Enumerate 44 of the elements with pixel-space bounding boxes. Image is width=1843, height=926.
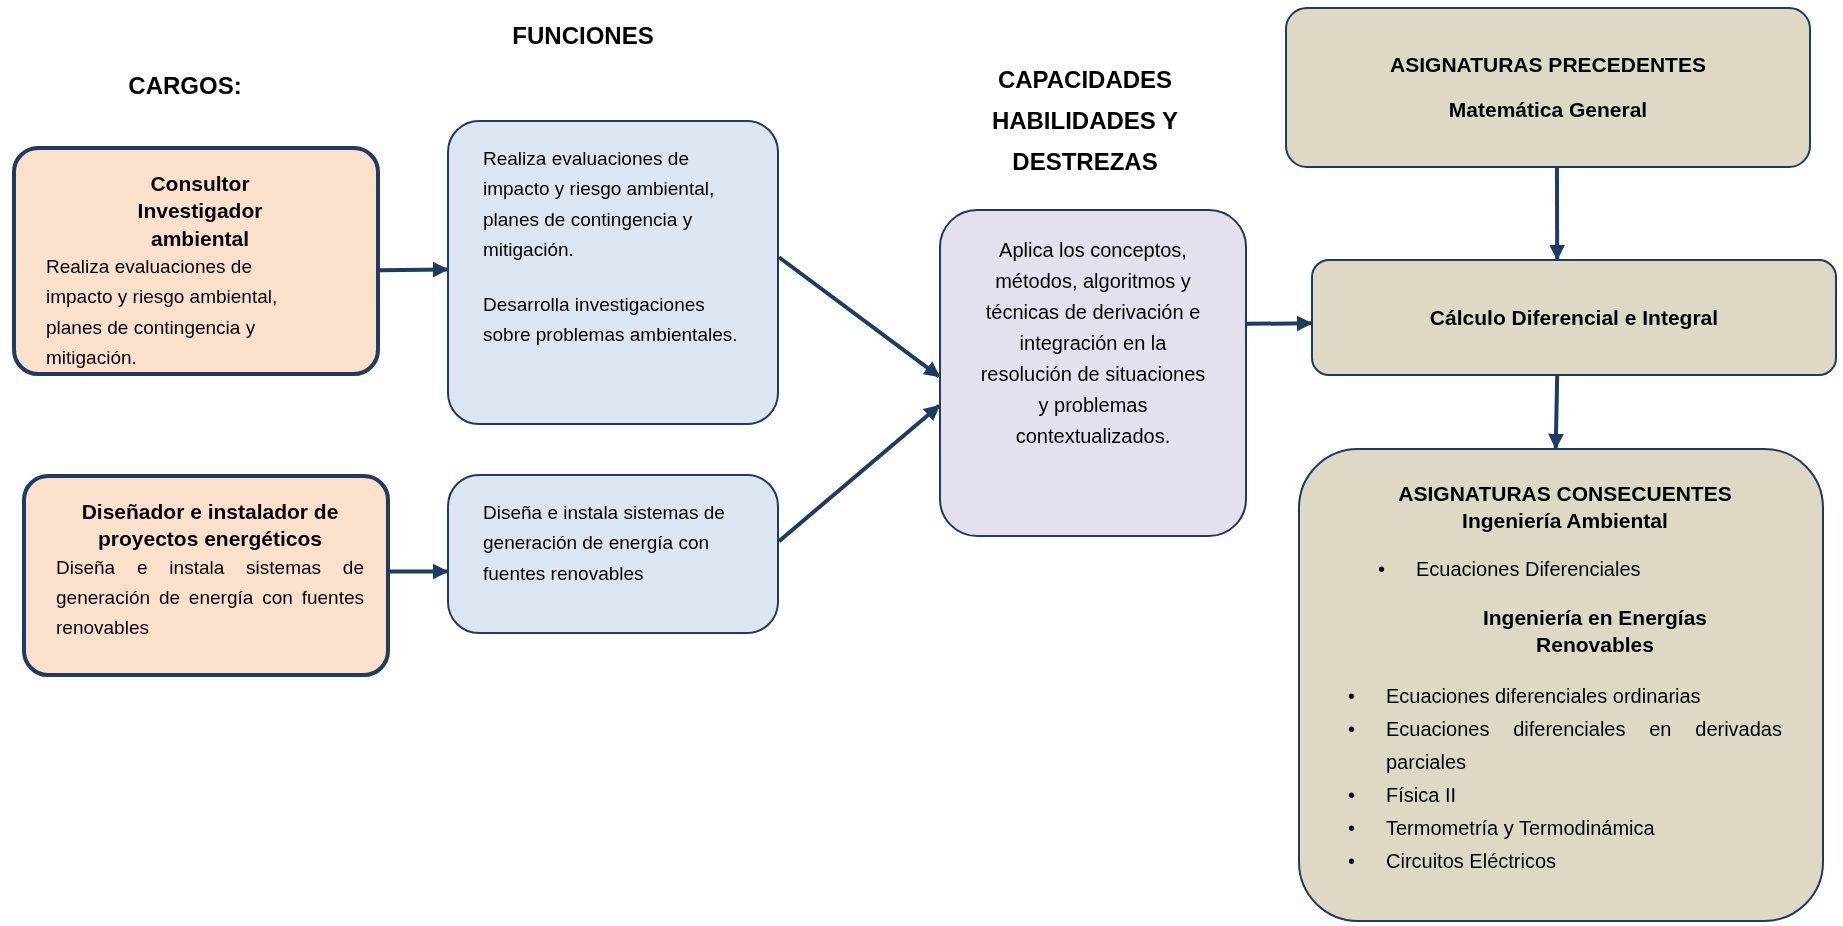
subject-name: Matemática General (1447, 97, 1649, 124)
role-box (22, 474, 390, 677)
column-heading: FUNCIONES (511, 21, 655, 51)
column-heading: CAPACIDADES HABILIDADES Y DESTREZAS (990, 65, 1180, 177)
list-item: Ecuaciones Diferenciales (1416, 556, 1642, 582)
program-heading: Ingeniería Ambiental (1461, 508, 1669, 535)
function-text: Realiza evaluaciones de impacto y riesgo ambiental, planes de contingencia y mitigación. (483, 147, 716, 263)
list-item: Termometría y Termodinámica (1386, 816, 1656, 842)
arrow (777, 255, 941, 378)
function-box (447, 474, 779, 634)
bullet: • (1348, 816, 1356, 842)
subject-box (1285, 7, 1811, 168)
capability-text: Aplica los conceptos, métodos, algoritmos y técnicas de derivación e integración en la resolución de situaciones y problemas contextualizados. (979, 238, 1207, 449)
arrow (1247, 315, 1313, 332)
arrow (390, 563, 449, 580)
function-text: Diseña e instala sistemas de generación de energía con fuentes renovables (483, 501, 726, 586)
column-heading: CARGOS: (127, 71, 243, 101)
bullet: • (1348, 849, 1356, 875)
section-heading: ASIGNATURAS CONSECUENTES (1397, 481, 1733, 507)
arrow (777, 404, 941, 543)
arrow (379, 261, 449, 278)
list-item: Física II (1386, 783, 1457, 809)
subject-name: Cálculo Diferencial e Integral (1429, 304, 1719, 331)
arrow (1549, 168, 1566, 261)
capability-box (939, 209, 1247, 537)
bullet: • (1348, 717, 1356, 743)
role-title: Diseñador e instalador de proyectos energéticos (80, 499, 340, 553)
role-description: Realiza evaluaciones de impacto y riesgo ambiental, planes de contingencia y mitigación. (46, 254, 279, 371)
list-item: Circuitos Eléctricos (1386, 849, 1558, 875)
bullet: • (1378, 556, 1386, 582)
role-description: Diseña e instala sistemas de generación de energía con fuentes renovables (56, 555, 364, 641)
subject-box (1298, 448, 1824, 922)
function-text: Desarrolla investigaciones sobre problemas ambientales. (483, 292, 739, 347)
list-item: Ecuaciones diferenciales ordinarias (1386, 684, 1702, 710)
section-heading: ASIGNATURAS PRECEDENTES (1389, 52, 1707, 78)
role-title: Consultor Investigador ambiental (136, 171, 264, 252)
subject-box (1311, 259, 1837, 376)
role-box (12, 146, 380, 376)
bullet: • (1348, 684, 1356, 710)
list-item: Ecuaciones diferenciales en derivadas parciales (1386, 717, 1782, 776)
program-heading: Ingeniería en Energías Renovables (1481, 604, 1709, 658)
function-box (447, 120, 779, 425)
bullet: • (1348, 783, 1356, 809)
arrow (1548, 375, 1564, 450)
